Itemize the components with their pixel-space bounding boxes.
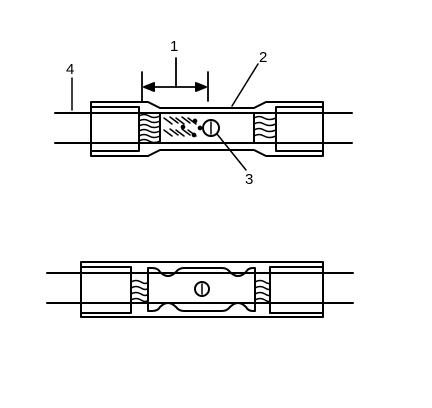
top-left-end-cap	[90, 106, 140, 152]
callout-1: 1	[170, 38, 178, 55]
dimension-marker	[141, 57, 209, 102]
bottom-crimped-tube	[147, 267, 256, 312]
leader-2	[231, 63, 259, 107]
callout-4: 4	[66, 61, 74, 78]
bottom-left-strands	[130, 279, 149, 303]
top-left-strands	[138, 113, 161, 144]
top-inspection-window	[202, 119, 220, 137]
top-sleeve-outline	[90, 101, 324, 157]
leader-3	[216, 133, 247, 171]
top-right-strands	[253, 115, 277, 139]
callout-2: 2	[259, 49, 267, 66]
dimension-arrow-right	[195, 82, 207, 92]
top-inner-strands	[163, 116, 203, 138]
top-splice	[54, 101, 353, 157]
dimension-arrow-left	[143, 82, 155, 92]
bottom-splice	[46, 261, 354, 318]
bottom-inspection-window	[194, 281, 210, 297]
top-right-end-cap	[275, 106, 324, 152]
bottom-left-end-cap	[80, 266, 132, 314]
bottom-right-strands	[254, 279, 271, 303]
top-metal-tube	[159, 112, 255, 144]
callout-3: 3	[245, 171, 253, 188]
bottom-right-end-cap	[269, 266, 324, 314]
